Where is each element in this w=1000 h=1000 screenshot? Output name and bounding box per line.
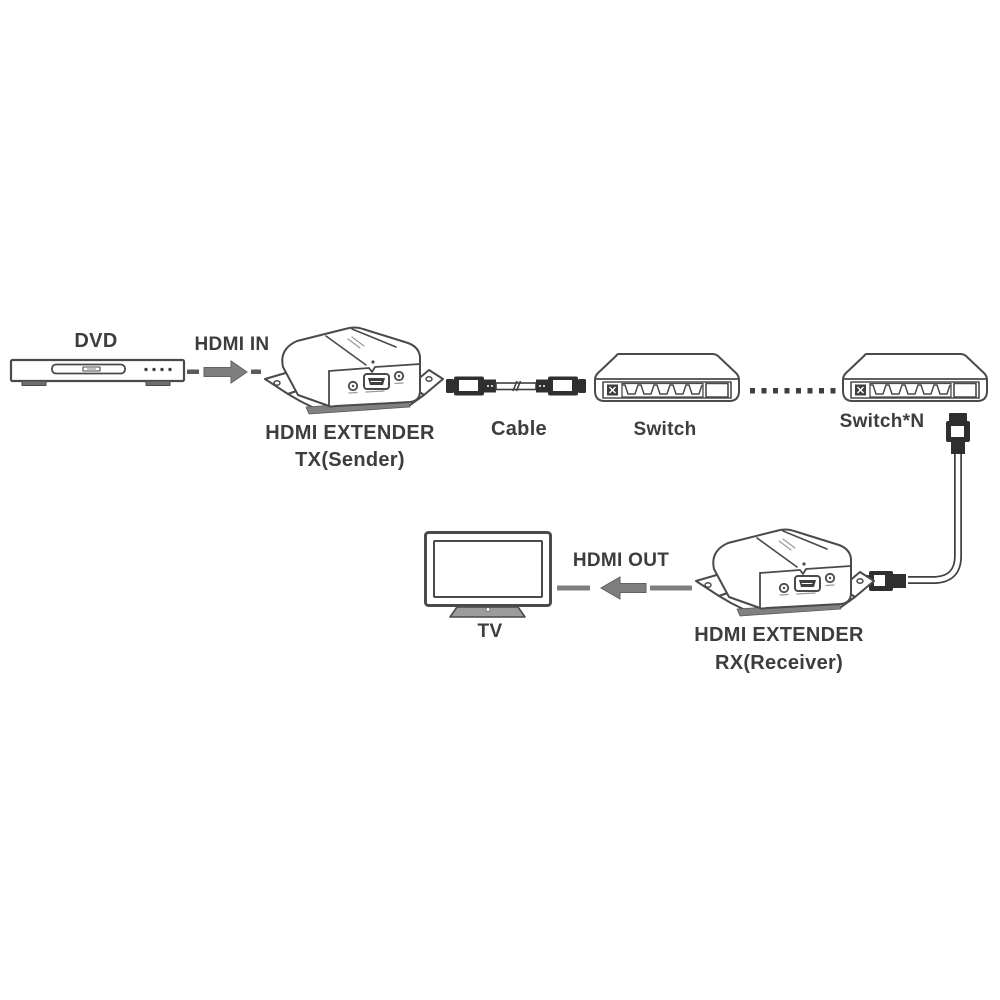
tx-label-line1: HDMI EXTENDER xyxy=(265,422,435,444)
network-switch-icon xyxy=(594,353,740,402)
switch-n-label: Switch*N xyxy=(839,411,925,432)
cable-label: Cable xyxy=(491,418,547,440)
dvd-label: DVD xyxy=(74,330,118,352)
hdmi-in-arrow-icon xyxy=(187,360,261,384)
rx-label-line2: RX(Receiver) xyxy=(714,652,844,674)
network-cable-elbow-icon xyxy=(858,413,970,591)
tv-icon xyxy=(424,531,552,618)
network-switch-n-icon xyxy=(842,353,988,402)
switch-label: Switch xyxy=(633,419,697,440)
tv-label: TV xyxy=(477,621,503,642)
hdmi-in-label: HDMI IN xyxy=(194,334,270,355)
hdmi-out-arrow-icon xyxy=(557,576,692,600)
ethernet-cable-icon xyxy=(446,376,586,396)
hdmi-extender-rx-icon xyxy=(695,528,875,617)
tx-label-line2: TX(Sender) xyxy=(295,449,405,471)
dotted-connection xyxy=(750,388,836,394)
rx-label-line1: HDMI EXTENDER xyxy=(694,624,864,646)
hdmi-extender-tx-icon xyxy=(264,326,444,415)
hdmi-out-label: HDMI OUT xyxy=(572,550,670,571)
dvd-player-icon xyxy=(9,358,186,386)
